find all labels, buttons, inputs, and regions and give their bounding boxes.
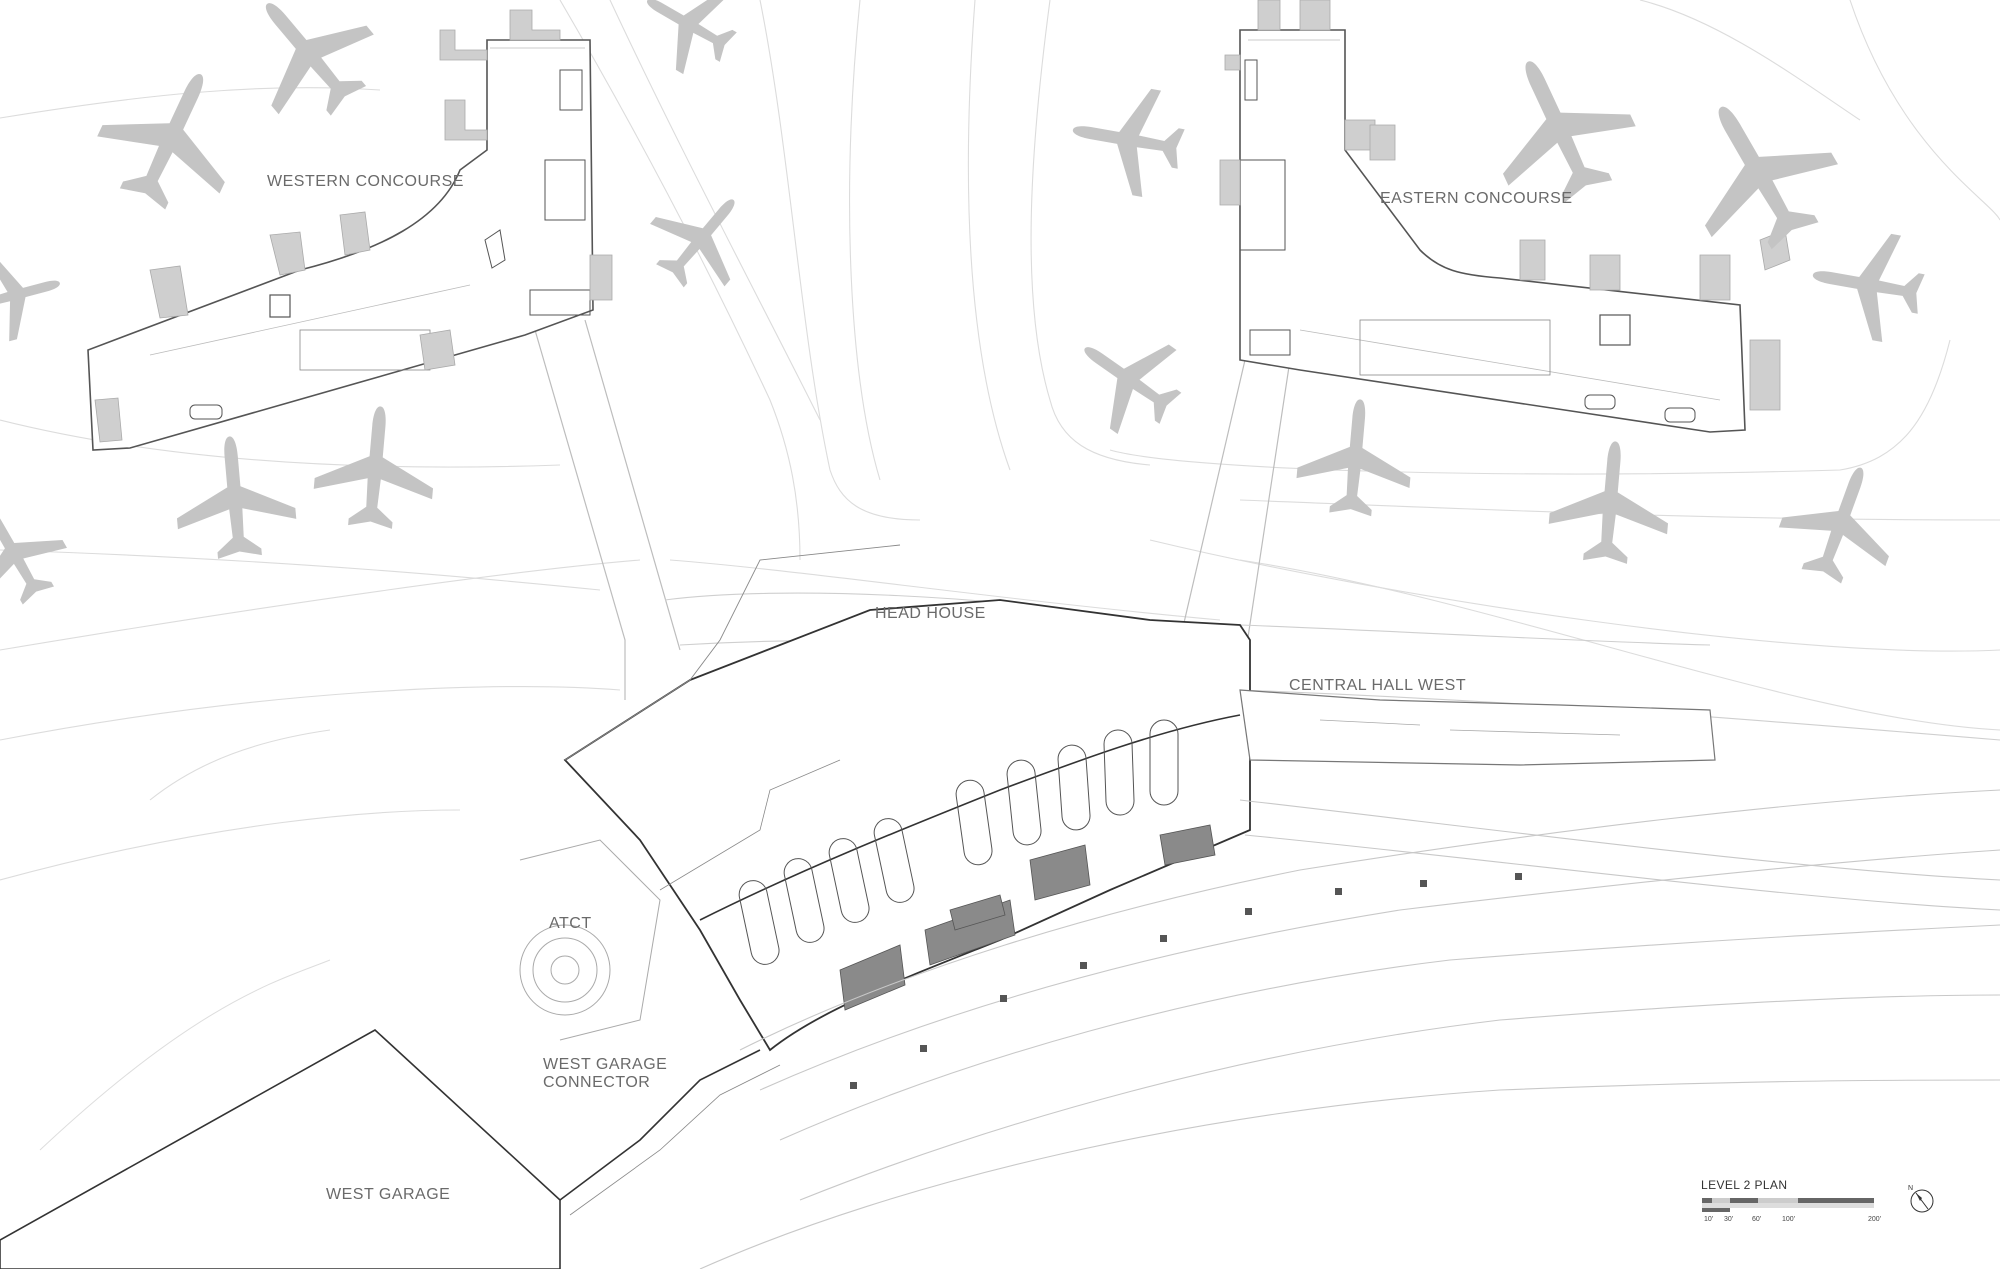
central-hall-west-plan [1239,689,1716,766]
western-concourse-plan [87,9,613,451]
label-west-garage-connector: WEST GARAGE CONNECTOR [543,1056,668,1091]
scale-tick-label: 60' [1752,1216,1762,1223]
curbside-columns [850,873,1522,1089]
airplane-icon [170,431,300,563]
airplane-icon [0,241,71,348]
atct-plan [519,839,661,1041]
north-label: N [1908,1185,1914,1192]
connector-corridors [534,319,1291,700]
legend-title: LEVEL 2 PLAN [1701,1178,1788,1192]
head-house-plan [563,544,1251,1052]
airplane-icon [624,0,752,87]
airplane-icon [219,0,397,141]
airplane-icon [1657,70,1859,273]
label-western-concourse: WESTERN CONCOURSE [267,173,464,190]
label-eastern-concourse: EASTERN CONCOURSE [1380,190,1573,207]
airplane-icon [1293,394,1417,520]
airplane-icon [1055,306,1200,451]
label-head-house: HEAD HOUSE [875,605,986,622]
label-central-hall-west: CENTRAL HALL WEST [1289,677,1467,694]
airplane-icon [1063,76,1191,203]
eastern-concourse-plan [1219,0,1791,433]
airplane-icon [1803,221,1931,348]
scale-tick-label: 30' [1724,1216,1734,1223]
airplane-icon [1545,436,1675,568]
scale-tick-label: 10' [1704,1216,1714,1223]
scale-bar [1702,1198,1874,1212]
scale-tick-label: 100' [1782,1216,1796,1223]
west-garage-plan [0,959,781,1269]
curbside-roads [699,789,2000,1269]
airplane-icon [1768,448,1915,596]
airplane-icon [81,45,262,228]
label-atct: ATCT [549,915,592,932]
airplane-icon [632,168,771,308]
label-west-garage: WEST GARAGE [326,1186,451,1203]
scale-tick-label: 200' [1868,1216,1882,1223]
north-arrow-icon [1910,1189,1934,1213]
